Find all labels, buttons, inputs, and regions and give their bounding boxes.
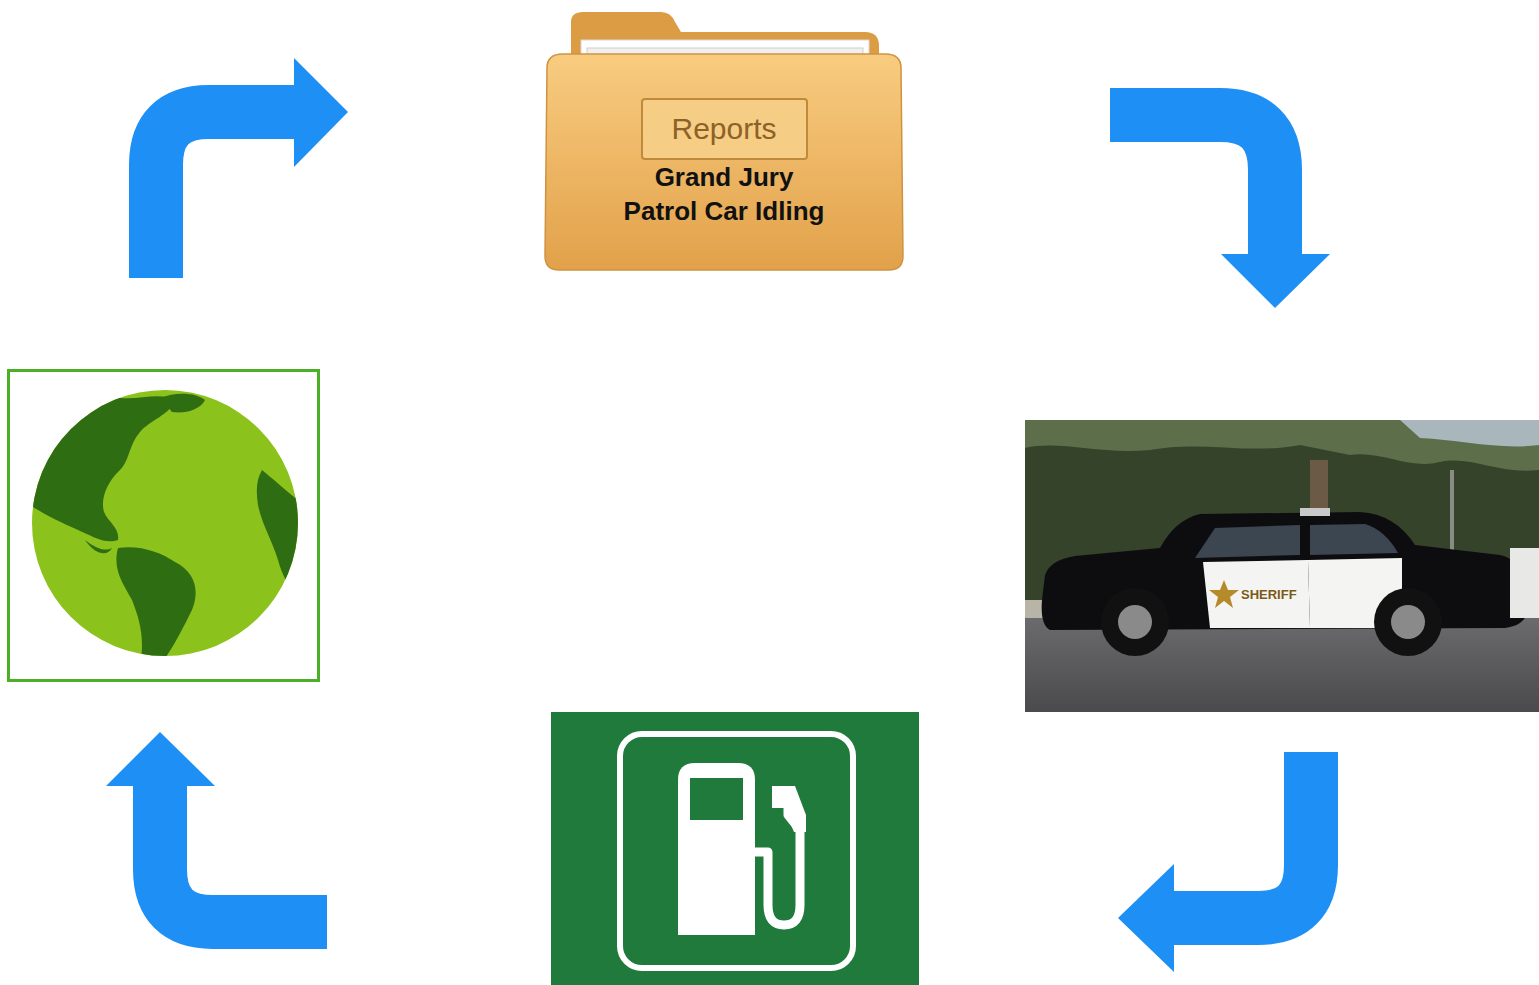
door-lettering: SHERIFF — [1241, 587, 1297, 603]
arrow-shaft — [160, 784, 327, 922]
folder-tab-label: Reports — [641, 98, 808, 160]
arrow-shaft — [1110, 115, 1275, 256]
arrow-head — [106, 732, 215, 786]
report-title: Grand Jury Patrol Car Idling — [619, 160, 829, 228]
patrol-car-photo — [1025, 420, 1539, 712]
fuel-pump-icon — [551, 712, 919, 985]
globe-icon — [9, 371, 319, 681]
arrow-head — [1221, 254, 1330, 308]
arrow-head — [1118, 864, 1174, 972]
arrow-shaft — [156, 112, 296, 278]
arrow-head — [294, 58, 348, 167]
arrow-shaft — [1172, 752, 1311, 918]
report-folder: ReportsGrand Jury Patrol Car Idling — [543, 10, 905, 272]
